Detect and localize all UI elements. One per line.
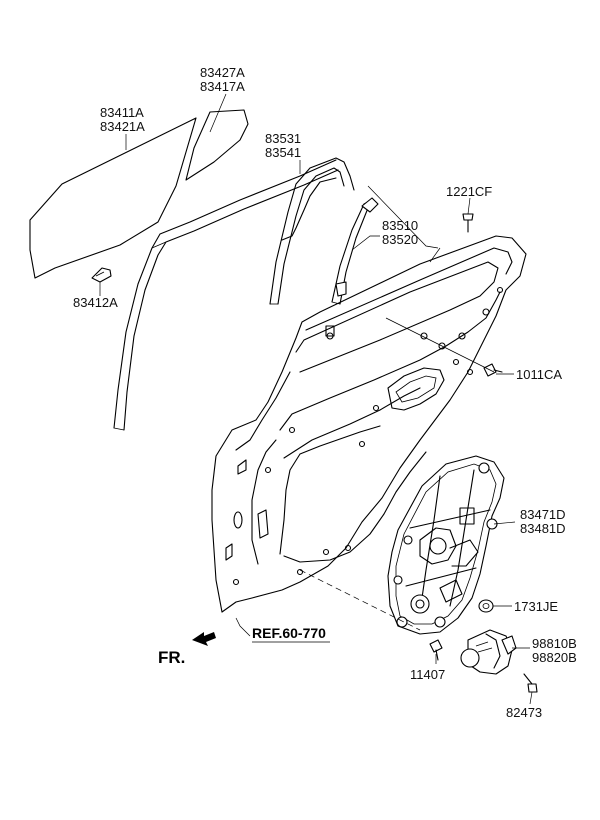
glass-clip xyxy=(91,267,112,283)
label-1011ca: 1011CA xyxy=(516,367,562,382)
label-ref: REF.60-770 xyxy=(252,625,326,641)
label-98820b: 98820B xyxy=(532,650,577,665)
label-1221cf: 1221CF xyxy=(446,184,492,199)
label-83481d: 83481D xyxy=(520,521,566,536)
label-11407: 11407 xyxy=(410,667,445,682)
door-sash-channel xyxy=(113,159,339,431)
label-83520: 83520 xyxy=(382,232,418,247)
door-glass xyxy=(29,117,197,279)
bolt-11407 xyxy=(429,639,443,661)
door-inner-panel xyxy=(211,235,527,613)
label-83471d: 83471D xyxy=(520,507,566,522)
label-83541: 83541 xyxy=(265,145,301,160)
window-regulator xyxy=(387,455,505,635)
label-83531: 83531 xyxy=(265,131,301,146)
label-1731je: 1731JE xyxy=(514,599,558,614)
label-83412a: 83412A xyxy=(73,295,118,310)
screw-82473 xyxy=(523,673,538,693)
label-83411a: 83411A xyxy=(100,105,144,120)
bolt-1221cf xyxy=(462,213,474,233)
label-83427a: 83427A xyxy=(200,65,245,80)
window-motor xyxy=(460,629,517,675)
label-82473: 82473 xyxy=(506,705,542,720)
run-channel xyxy=(331,197,379,305)
label-front: FR. xyxy=(158,648,185,667)
label-98810b: 98810B xyxy=(532,636,577,651)
center-channel xyxy=(269,157,355,305)
leader-lines xyxy=(99,93,533,705)
label-83417a: 83417A xyxy=(200,79,245,94)
front-arrow-icon xyxy=(192,632,216,646)
label-83421a: 83421A xyxy=(100,119,145,134)
label-83510: 83510 xyxy=(382,218,418,233)
quarter-glass xyxy=(185,109,249,181)
grommet xyxy=(478,599,494,613)
